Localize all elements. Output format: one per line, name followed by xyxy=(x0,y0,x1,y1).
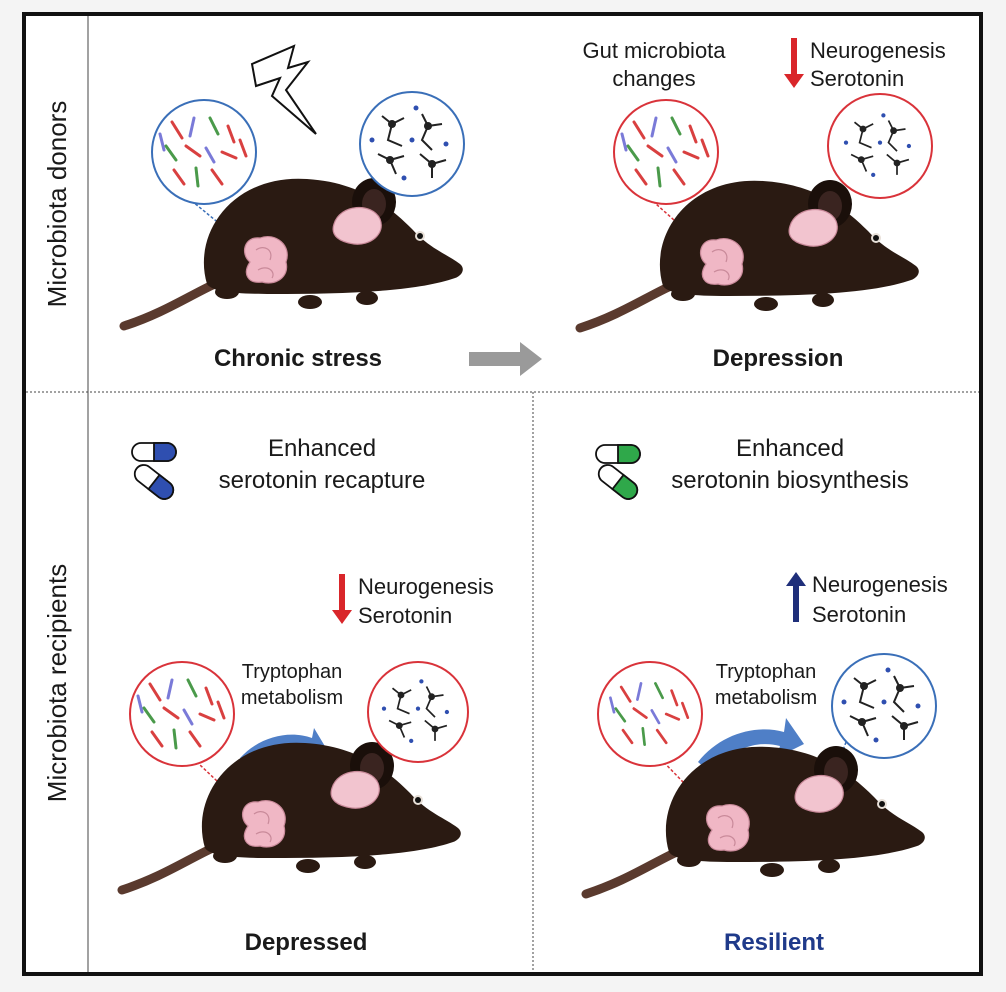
brain-neurons-circle xyxy=(359,91,465,197)
panel-chronic-stress: Chronic stress xyxy=(124,44,465,372)
down-arrow-icon xyxy=(784,38,804,88)
marker-neurogenesis: Neurogenesis xyxy=(810,38,946,63)
side-label-bottom: Microbiota recipients xyxy=(42,564,72,802)
drug-effect-line1: Enhanced xyxy=(268,435,376,462)
panel-resilient: Enhanced serotonin biosynthesis Neurogen… xyxy=(586,435,948,956)
lightning-icon xyxy=(250,44,317,135)
metabolism-line2: metabolism xyxy=(715,687,817,709)
gut-microbiota-circle xyxy=(613,99,719,205)
drug-effect-line2: serotonin recapture xyxy=(219,467,426,494)
marker-serotonin: Serotonin xyxy=(810,66,904,91)
marker-serotonin: Serotonin xyxy=(358,603,452,628)
curved-arrow-icon xyxy=(698,718,804,774)
panel-label-depression: Depression xyxy=(713,345,844,372)
capsule-icon-blue xyxy=(131,442,177,500)
panel-label-resilient: Resilient xyxy=(724,929,824,956)
brain-neurons-circle xyxy=(827,93,933,199)
drug-effect-line2: serotonin biosynthesis xyxy=(671,467,908,494)
metabolism-line1: Tryptophan xyxy=(242,661,342,683)
drug-effect-line1: Enhanced xyxy=(736,435,844,462)
panel-depressed: Enhanced serotonin recapture Neurogenesi… xyxy=(122,435,494,956)
metabolism-line1: Tryptophan xyxy=(716,661,816,683)
gut-microbiota-circle xyxy=(597,661,703,767)
figure-frame: Microbiota donors Microbiota recipients … xyxy=(22,12,983,976)
microbiota-changes-line1: Gut microbiota xyxy=(582,38,726,63)
metabolism-line2: metabolism xyxy=(241,687,343,709)
brain-neurons-circle xyxy=(831,653,937,759)
marker-neurogenesis: Neurogenesis xyxy=(812,572,948,597)
microbiota-changes-line2: changes xyxy=(612,66,695,91)
marker-neurogenesis: Neurogenesis xyxy=(358,574,494,599)
curved-arrow-icon xyxy=(240,728,326,768)
mouse-illustration xyxy=(580,180,919,328)
capsule-icon-green xyxy=(595,444,641,500)
panel-label-depressed: Depressed xyxy=(245,929,368,956)
gut-microbiota-circle xyxy=(151,99,257,205)
brain-neurons-circle xyxy=(367,661,469,763)
marker-serotonin: Serotonin xyxy=(812,602,906,627)
mouse-illustration xyxy=(586,746,925,894)
transition-arrow-icon xyxy=(469,342,542,376)
up-arrow-icon xyxy=(786,572,806,622)
panel-depression: Gut microbiota changes Neurogenesis Sero… xyxy=(580,38,946,372)
side-label-top: Microbiota donors xyxy=(42,101,72,308)
panel-label-chronic-stress: Chronic stress xyxy=(214,345,382,372)
mouse-illustration xyxy=(124,178,463,326)
gut-microbiota-circle xyxy=(129,661,235,767)
down-arrow-icon xyxy=(332,574,352,624)
